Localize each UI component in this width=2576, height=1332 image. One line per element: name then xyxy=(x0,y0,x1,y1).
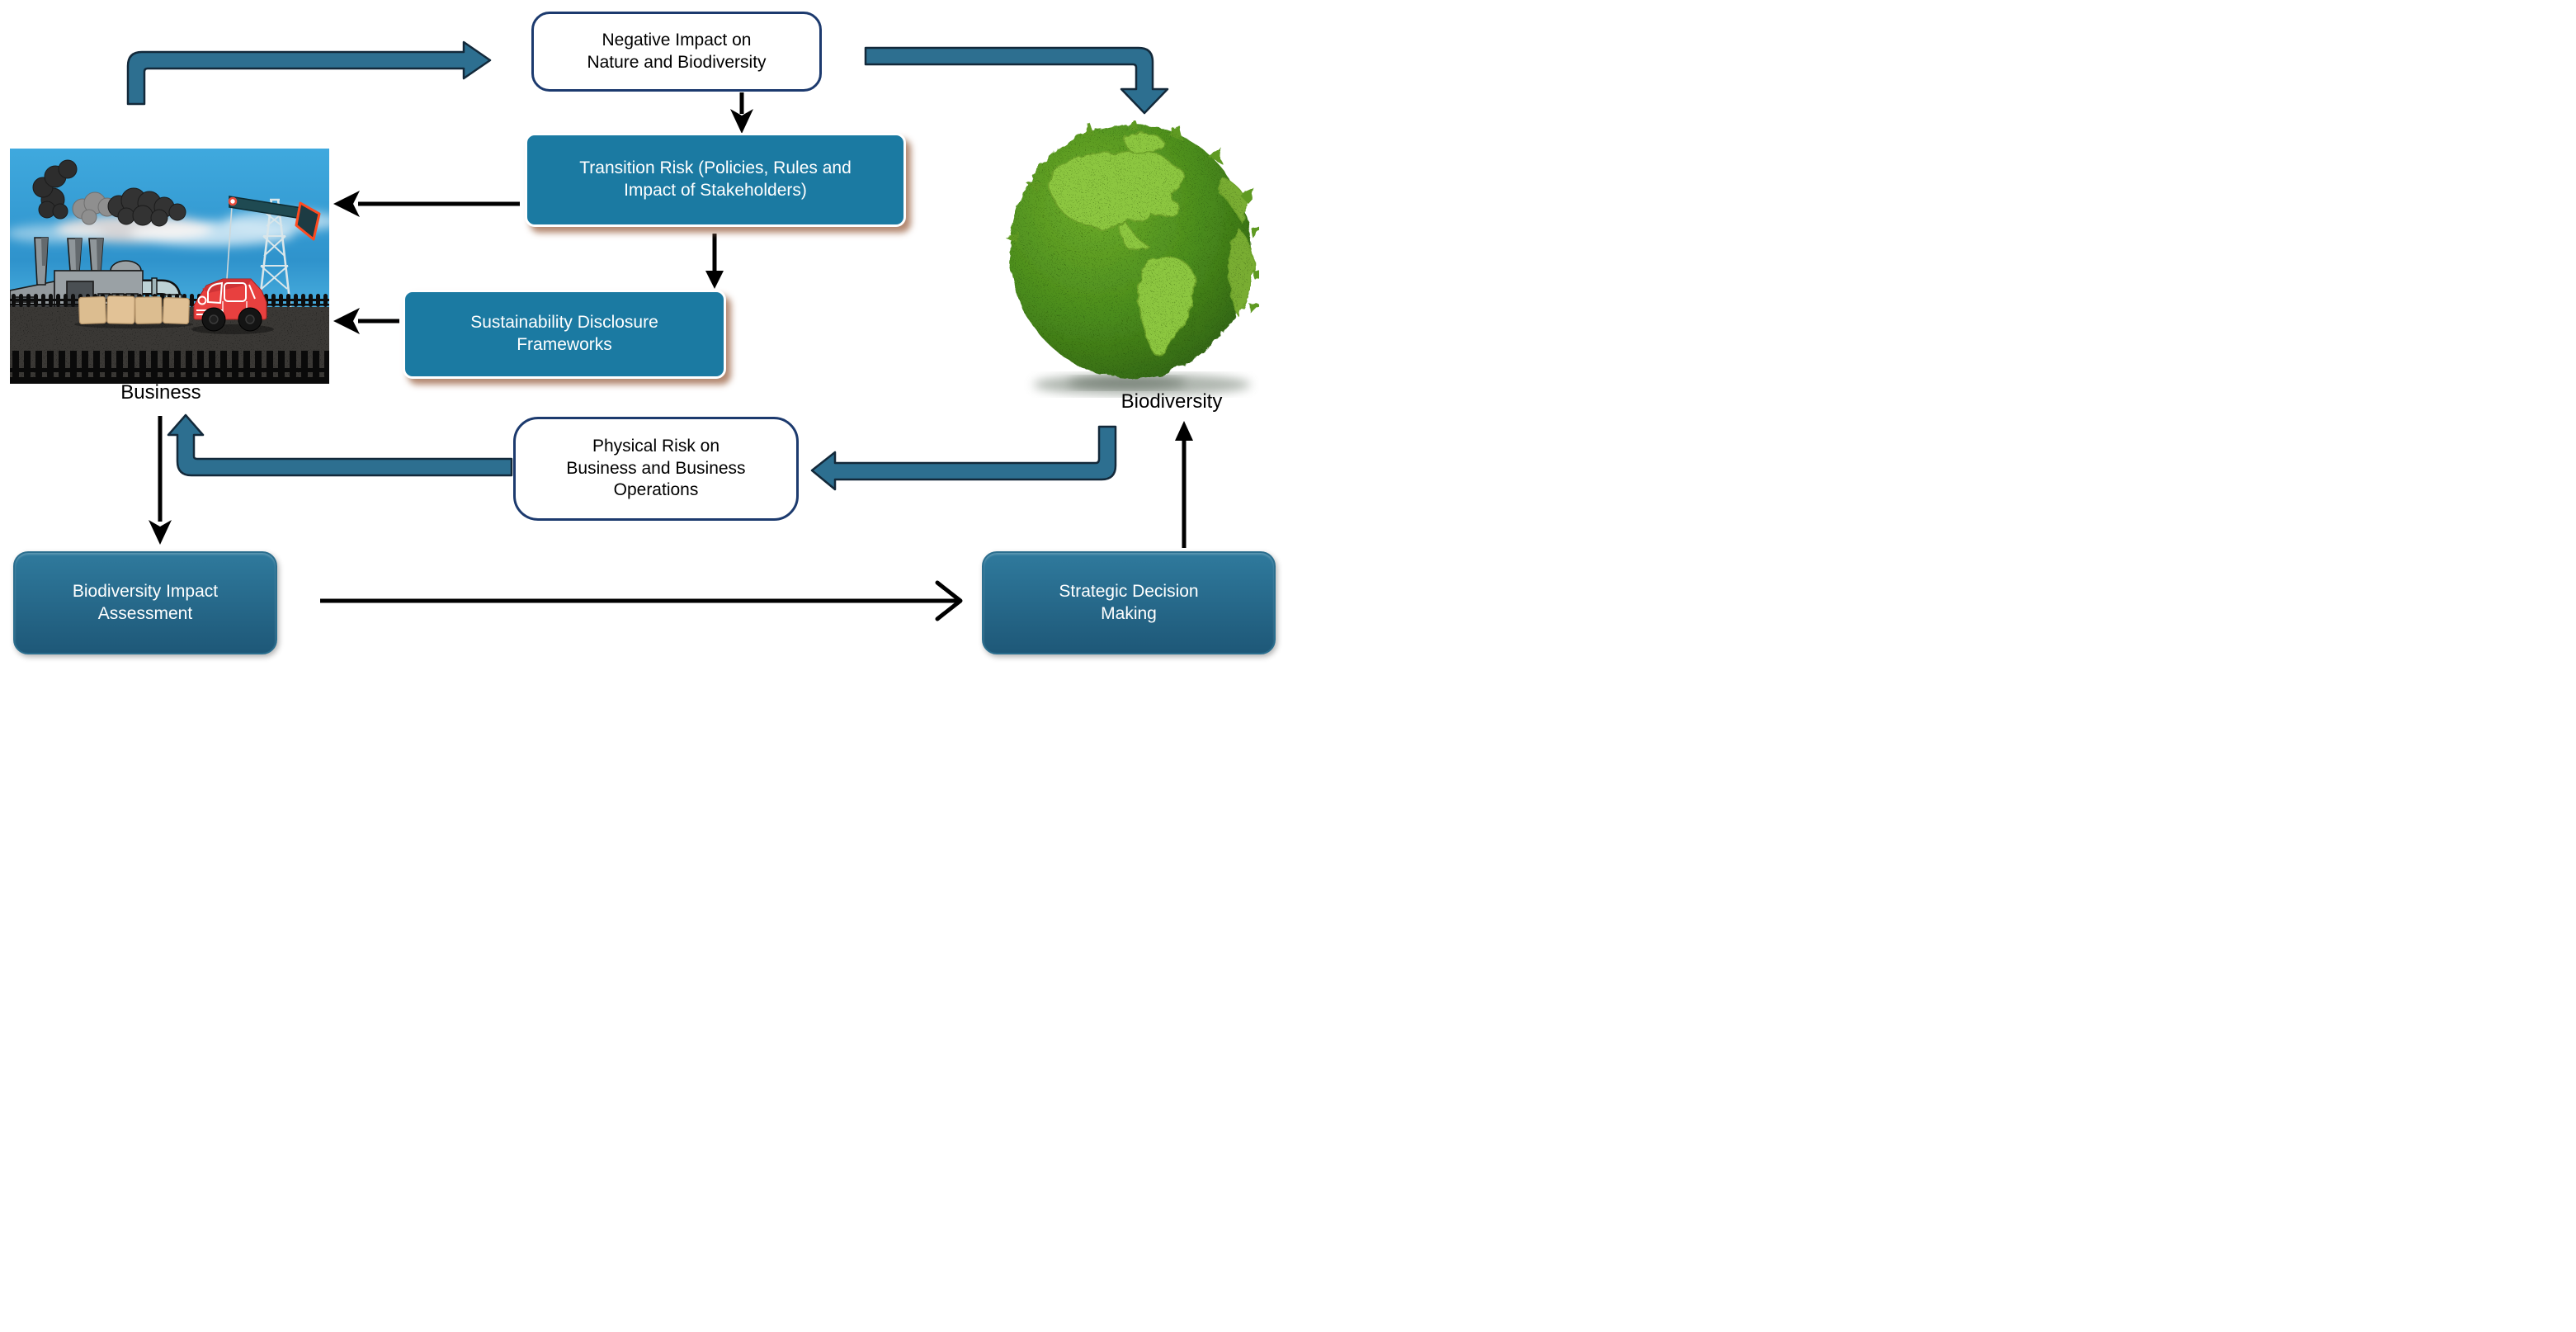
car-window xyxy=(224,282,247,302)
front-fence xyxy=(10,351,329,384)
diagram-canvas: Negative Impact on Nature and Biodiversi… xyxy=(0,0,1288,666)
node-strategic-decision-making: Strategic Decision Making xyxy=(982,551,1276,654)
toy-car xyxy=(191,278,274,334)
business-caption: Business xyxy=(120,381,201,404)
arrow-transition-risk-to-business xyxy=(333,191,520,217)
biodiversity-image xyxy=(1005,120,1259,395)
arrow-assessment-to-decision xyxy=(320,580,963,621)
node-label: Transition Risk (Policies, Rules and Imp… xyxy=(579,158,852,200)
arrow-sustainability-to-business xyxy=(333,308,399,334)
pumpjack-head xyxy=(295,201,321,241)
pumpjack-joint xyxy=(228,196,238,206)
chimney-shading xyxy=(97,239,103,271)
arrow-biodiversity-to-physical-risk xyxy=(810,425,1117,491)
arrow-negative-impact-to-biodiversity xyxy=(864,46,1169,115)
node-label: Biodiversity Impact Assessment xyxy=(72,581,219,623)
node-transition-risk: Transition Risk (Policies, Rules and Imp… xyxy=(525,133,906,227)
arrow-layer xyxy=(126,40,1193,621)
wooden-blocks xyxy=(74,295,193,328)
business-photo xyxy=(10,149,329,384)
smoke-plumes xyxy=(32,159,186,227)
arrow-transition-risk-to-sustainability xyxy=(705,234,724,289)
chimney-shading xyxy=(41,238,48,266)
oil-derrick xyxy=(226,196,321,308)
node-sustainability-disclosure: Sustainability Disclosure Frameworks xyxy=(403,290,726,379)
car-door-ring xyxy=(197,295,207,305)
node-physical-risk: Physical Risk on Business and Business O… xyxy=(513,417,799,521)
arrow-business-to-negative-impact xyxy=(126,40,492,106)
arrow-decision-to-biodiversity xyxy=(1175,421,1193,548)
arrow-business-to-assessment xyxy=(149,416,172,545)
node-label: Sustainability Disclosure Frameworks xyxy=(470,313,658,354)
node-negative-impact: Negative Impact on Nature and Biodiversi… xyxy=(531,12,822,92)
node-label: Physical Risk on Business and Business O… xyxy=(566,436,746,500)
car-windshield xyxy=(207,281,224,305)
pumpjack-cable xyxy=(226,205,233,280)
arrow-physical-risk-to-business xyxy=(167,413,513,477)
node-label: Negative Impact on Nature and Biodiversi… xyxy=(587,30,767,72)
node-biodiversity-impact-assessment: Biodiversity Impact Assessment xyxy=(13,551,277,654)
factory-dome xyxy=(110,260,142,272)
chimney-shading xyxy=(75,239,82,271)
biodiversity-caption: Biodiversity xyxy=(1121,390,1223,413)
node-label: Strategic Decision Making xyxy=(1059,581,1199,623)
arrow-negative-impact-to-transition-risk xyxy=(730,92,753,134)
